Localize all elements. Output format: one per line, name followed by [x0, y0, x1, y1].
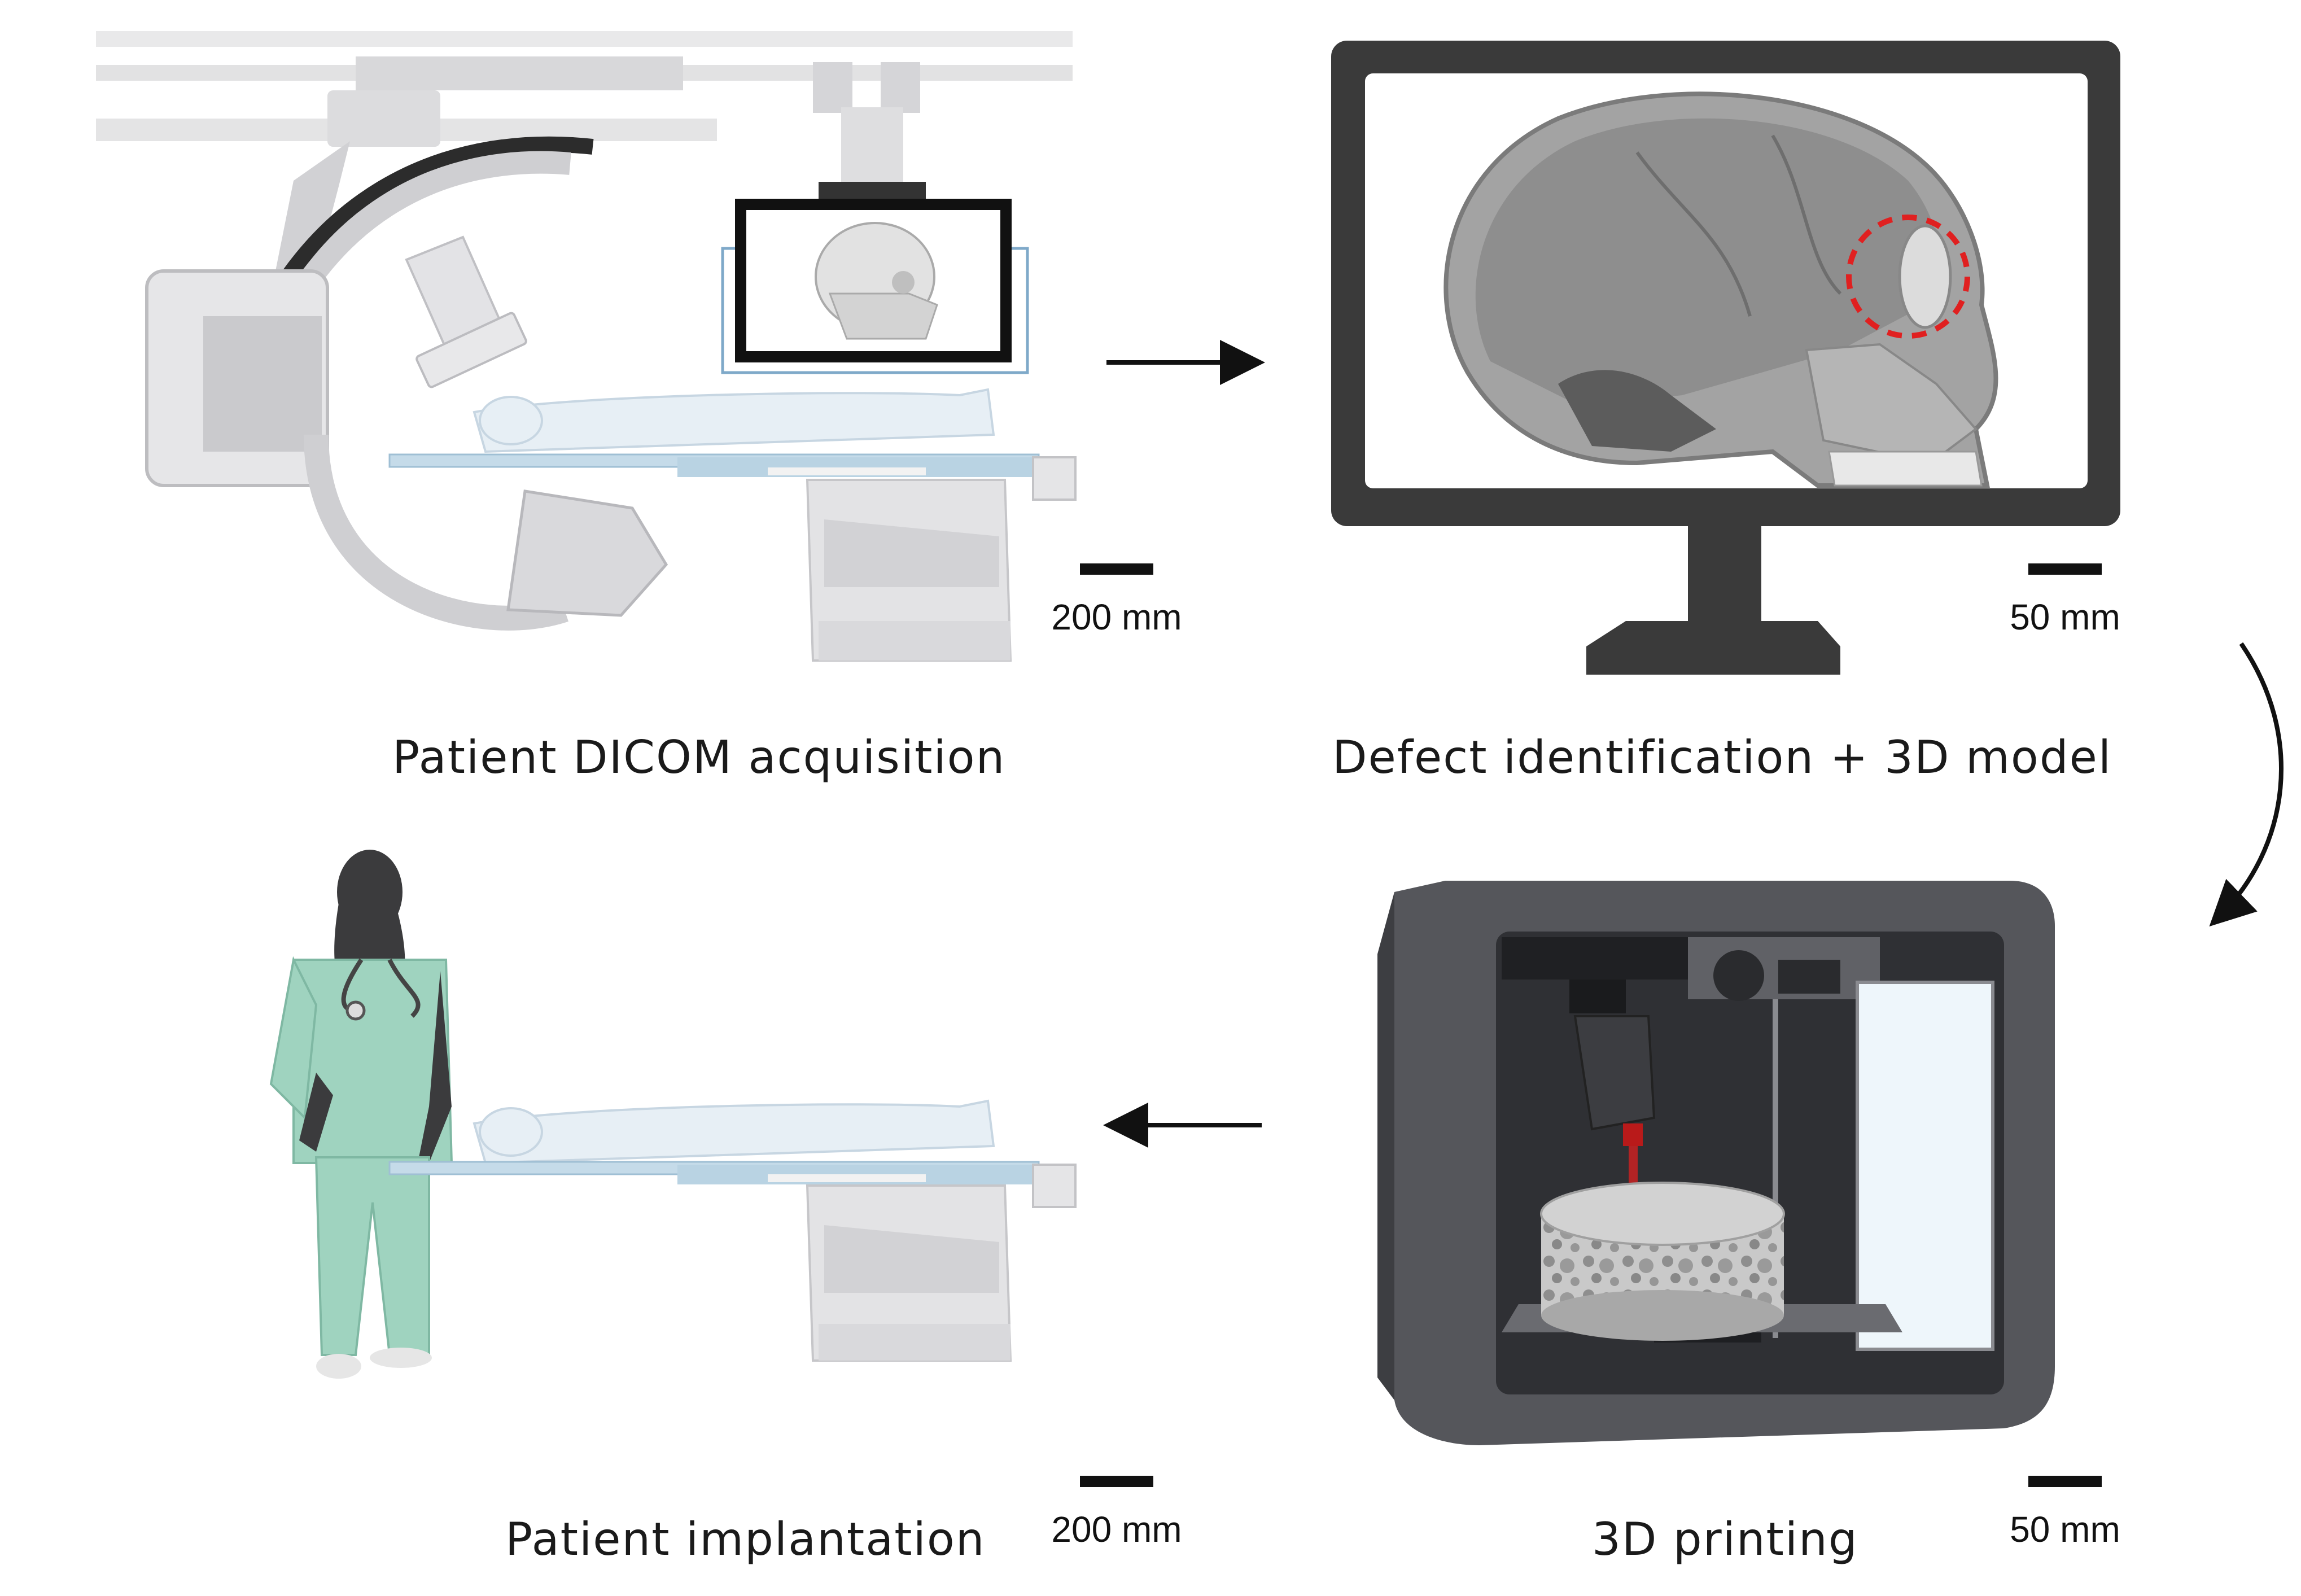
table-end: [1032, 456, 1077, 501]
x-ray-source: [506, 489, 668, 617]
skull-base: [1558, 370, 1716, 452]
c-arm-scanner-illustration: [96, 31, 1077, 662]
scale-bar-line: [2028, 563, 2102, 575]
detector-panel: [203, 316, 322, 452]
frontal-sinus: [1898, 224, 1952, 329]
monitor-mount: [813, 62, 852, 113]
laser-nozzle: [1623, 1123, 1643, 1146]
printer-door-window: [1856, 981, 1994, 1351]
patient-head: [479, 396, 543, 445]
print-head-mount: [1569, 980, 1626, 1013]
table-strip: [768, 1174, 926, 1182]
implantation-illustration: [269, 850, 1077, 1379]
printer-side: [1377, 892, 1394, 1400]
scale-bar-line: [2028, 1476, 2102, 1487]
collimator-head: [415, 312, 527, 388]
table-end: [1032, 1164, 1077, 1208]
print-head: [1573, 1015, 1656, 1131]
scale-bar-label: 50 mm: [2010, 1509, 2120, 1550]
scale-bar-acquisition: 200 mm: [1026, 563, 1207, 638]
teeth: [1828, 451, 1983, 487]
c-arc-lower: [304, 434, 568, 631]
step-label-printing: 3D printing: [1592, 1513, 1858, 1566]
scrub-pants: [314, 1156, 430, 1356]
skull-suture: [1635, 151, 1752, 317]
table-strip: [768, 467, 926, 475]
step-label-implantation: Patient implantation: [505, 1513, 986, 1566]
patient-silhouette: [473, 1099, 995, 1165]
gantry-mount: [327, 90, 440, 147]
scale-bar-label: 50 mm: [2010, 597, 2120, 637]
porous-scaffold: [1540, 1182, 1785, 1341]
clinician-arm: [299, 1073, 333, 1152]
gantry-rail: [1502, 937, 1688, 980]
clinician-shoe: [370, 1348, 432, 1368]
printer-display: [1778, 960, 1840, 994]
scale-bar-label: 200 mm: [1051, 1509, 1182, 1550]
monitor-stand: [1586, 621, 1840, 675]
scale-bar-line: [1080, 563, 1153, 575]
monitor-bracket: [819, 182, 926, 200]
table-base-panel: [824, 1225, 999, 1293]
clinician-shoe: [316, 1354, 361, 1379]
skull-suture: [1771, 134, 1842, 295]
workstation-monitor-illustration: [1331, 41, 2120, 675]
scale-bar-printing: 50 mm: [1975, 1476, 2155, 1550]
printer-rod: [1773, 999, 1778, 1338]
scale-bar-line: [1080, 1476, 1153, 1487]
table-foot: [819, 1324, 1010, 1361]
scale-bar-modeling: 50 mm: [1975, 563, 2155, 638]
monitor-mount: [881, 62, 920, 113]
table-foot: [819, 621, 1010, 661]
monitor-mount: [841, 107, 903, 186]
clinician-figure: [269, 850, 453, 1379]
arrow-model-to-printing: [2209, 642, 2283, 927]
printer-camera-icon: [1713, 950, 1764, 1001]
scale-bar-label: 200 mm: [1051, 597, 1182, 637]
step-label-acquisition: Patient DICOM acquisition: [392, 731, 1006, 784]
table-base-panel: [824, 519, 999, 587]
maxilla: [1805, 343, 1978, 465]
defect-marker-circle: [1846, 215, 1970, 339]
patient-head: [479, 1107, 543, 1157]
rail-carriage: [356, 56, 683, 90]
skull-cross-section: [1443, 91, 1998, 488]
head-xray-image: [815, 222, 938, 340]
ceiling-rail: [96, 31, 1073, 47]
clinician-arm: [418, 971, 452, 1163]
patient-silhouette: [473, 388, 995, 453]
step-label-modeling: Defect identification + 3D model: [1332, 731, 2112, 784]
scale-bar-implantation: 200 mm: [1026, 1476, 1207, 1550]
monitor-neck: [1688, 526, 1761, 622]
3d-printer-illustration: [1377, 881, 2055, 1445]
